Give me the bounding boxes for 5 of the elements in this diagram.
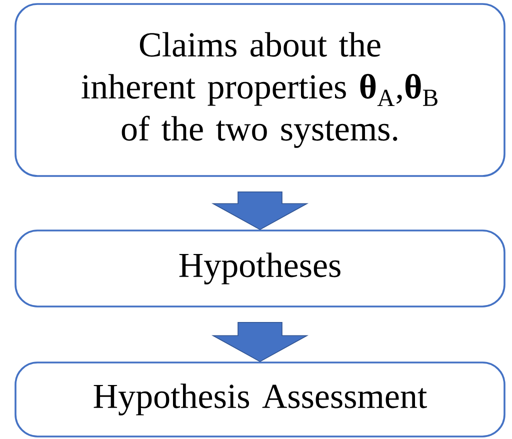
flow-box: Hypotheses <box>14 230 506 308</box>
flow-box: Hypothesis Assessment <box>14 362 506 438</box>
flow-box: Claims about the inherent properties θ$_{A}$,θ$_{B}$ of the two systems. <box>14 3 506 177</box>
block-arrow <box>211 322 309 362</box>
block-arrow <box>211 192 309 230</box>
